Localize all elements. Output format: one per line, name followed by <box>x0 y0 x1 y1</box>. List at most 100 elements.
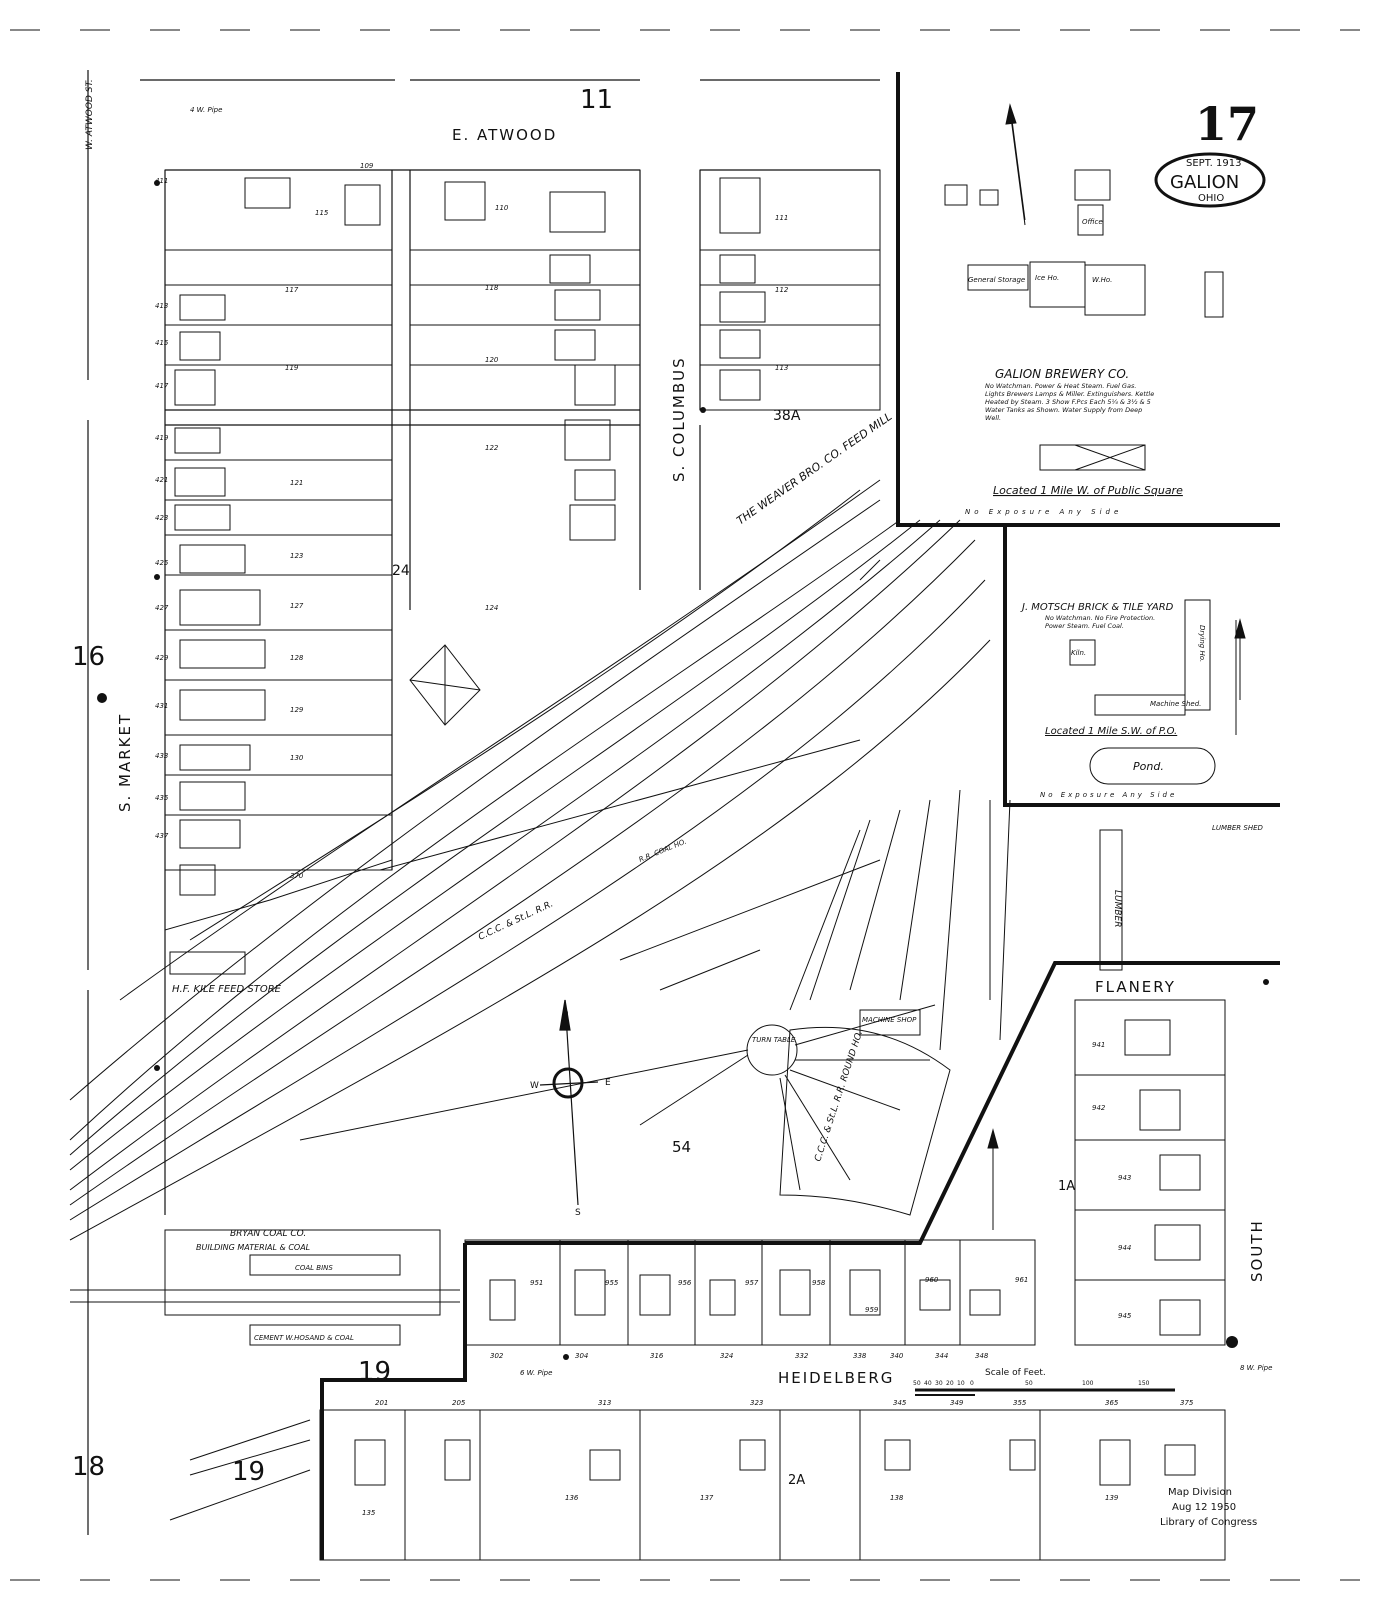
brewery-inset <box>944 109 1224 471</box>
brick-exposure: No Exposure Any Side <box>1040 791 1177 799</box>
lot-label: 129 <box>290 706 304 714</box>
block-38a: 38A <box>773 408 801 424</box>
block-24: 24 <box>392 563 410 579</box>
lot-label: 137 <box>700 1494 714 1502</box>
compass-n: N <box>562 1011 569 1021</box>
scale-bar: Scale of Feet. 50 40 30 20 10 0 50 100 1… <box>913 1368 1175 1396</box>
scale-tick: 100 <box>1082 1380 1094 1387</box>
lot-label: 951 <box>530 1279 543 1287</box>
compass-s: S <box>575 1208 581 1218</box>
house-number: 425 <box>155 559 169 567</box>
block-2a: 2A <box>788 1473 805 1488</box>
south-lot-labels: 135 136 137 138 139 201 205 313 323 345 … <box>362 1399 1194 1517</box>
lot-label: 945 <box>1118 1312 1132 1320</box>
pipe-label: 8 W. Pipe <box>1240 1364 1272 1372</box>
house-number: 304 <box>575 1352 588 1360</box>
lot-label: 118 <box>485 284 499 292</box>
house-number: 375 <box>1180 1399 1194 1407</box>
street-market: S. MARKET <box>116 713 134 812</box>
house-number: 365 <box>1105 1399 1119 1407</box>
market-house-numbers: 411 413 415 417 419 421 423 425 427 429 … <box>155 177 169 840</box>
brewery-label-wh: W.Ho. <box>1092 276 1112 284</box>
lot-label: 138 <box>890 1494 904 1502</box>
heidelberg-lot-labels: 951 955 956 957 958 959 960 961 941 942 … <box>490 1041 1132 1360</box>
dwellings <box>169 177 766 975</box>
lot-label: 123 <box>290 552 303 560</box>
lot-label: 127 <box>290 602 304 610</box>
house-number: 316 <box>650 1352 664 1360</box>
lot-label: 120 <box>485 356 499 364</box>
pipe-label: 4 W. Pipe <box>190 106 222 114</box>
bryan-coal: BRYAN COAL CO. <box>230 1229 306 1239</box>
house-number: 433 <box>155 752 168 760</box>
lumber-shed-label: LUMBER SHED <box>1212 824 1264 832</box>
street-heidelberg: HEIDELBERG <box>778 1369 894 1387</box>
house-number: 423 <box>155 514 168 522</box>
kile-feed-store: H.F. KILE FEED STORE <box>172 984 282 995</box>
sheet-number: 17 <box>1195 97 1259 151</box>
brewery-exposure: No Exposure Any Side <box>965 508 1122 516</box>
adjacent-sheet-19: 19 <box>358 1357 391 1387</box>
scale-tick: 30 <box>935 1380 943 1387</box>
adjacent-sheet-11: 11 <box>580 85 613 115</box>
scale-tick: 40 <box>924 1380 932 1387</box>
brick-notes: No Watchman. No Fire Protection. Power S… <box>1045 614 1156 630</box>
brick-notes-wrap: No Watchman. No Fire Protection. Power S… <box>1045 614 1156 630</box>
bryan-coal-sub: BUILDING MATERIAL & COAL <box>196 1243 310 1252</box>
scale-tick: 50 <box>913 1380 921 1387</box>
adjacent-sheet-18: 18 <box>72 1452 105 1482</box>
railroad-tracks <box>69 479 1011 1521</box>
house-number: 338 <box>853 1352 867 1360</box>
sheet-city: GALION <box>1170 172 1239 193</box>
stamp-line: Aug 12 1950 <box>1172 1502 1236 1513</box>
south-block <box>164 1229 1226 1561</box>
sand-coal: SAND & COAL <box>305 1334 354 1342</box>
weaver-mill: THE WEAVER BRO. CO. FEED MILL <box>734 410 894 528</box>
scale-tick: 0 <box>970 1380 974 1387</box>
boundary-lines <box>320 72 1280 1560</box>
lot-label: 113 <box>775 364 788 372</box>
adjacent-sheet-16: 16 <box>72 642 105 672</box>
lot-label: 135 <box>362 1509 376 1517</box>
lot-label: 128 <box>290 654 304 662</box>
sheet-date: SEPT. 1913 <box>1186 158 1241 169</box>
border-marks <box>10 29 1360 1581</box>
lot-label: 111 <box>775 214 788 222</box>
house-number: 413 <box>155 302 168 310</box>
brewery-label-storage: General Storage <box>968 276 1025 284</box>
stamp-line: Map Division <box>1168 1487 1232 1498</box>
lot-label: 130 <box>290 754 304 762</box>
street-flanery: FLANERY <box>1095 978 1176 996</box>
scale-tick: 20 <box>946 1380 954 1387</box>
brewery-notes-wrap: No Watchman. Power & Heat Steam. Fuel Ga… <box>985 382 1154 422</box>
lot-label: 941 <box>1092 1041 1105 1049</box>
house-number: 431 <box>155 702 168 710</box>
lot-label: 958 <box>812 1279 826 1287</box>
roundhouse-label: C.C.C. & St.L. R.R. ROUND HO. <box>813 1030 865 1163</box>
brick-label-kiln: Kiln. <box>1071 649 1086 657</box>
lot-label: 121 <box>290 479 303 487</box>
brewery-label-office: Office <box>1082 218 1103 226</box>
lot-label: 959 <box>865 1306 879 1314</box>
north-arrow-icon <box>987 103 1246 1230</box>
house-number: 345 <box>893 1399 907 1407</box>
roundhouse <box>299 1004 951 1216</box>
lot-label: 961 <box>1015 1276 1028 1284</box>
brick-location: Located 1 Mile S.W. of P.O. <box>1045 726 1177 737</box>
brick-title: J. MOTSCH BRICK & TILE YARD <box>1020 602 1174 613</box>
house-number: 348 <box>975 1352 989 1360</box>
street-w-atwood: W. ATWOOD ST. <box>85 79 95 150</box>
house-number: 417 <box>155 382 169 390</box>
lot-labels: 115 117 119 121 123 127 128 129 130 370 … <box>285 162 789 880</box>
lot-label: 370 <box>290 872 304 880</box>
block-west <box>164 169 393 931</box>
house-number: 324 <box>720 1352 733 1360</box>
compass-w: W <box>530 1081 539 1091</box>
brick-pond: Pond. <box>1133 760 1164 773</box>
lot-label: 960 <box>925 1276 939 1284</box>
brewery-label-ice: Ice Ho. <box>1035 274 1059 282</box>
lot-label: 956 <box>678 1279 692 1287</box>
stamp-line: Library of Congress <box>1160 1517 1257 1528</box>
house-number: 435 <box>155 794 169 802</box>
